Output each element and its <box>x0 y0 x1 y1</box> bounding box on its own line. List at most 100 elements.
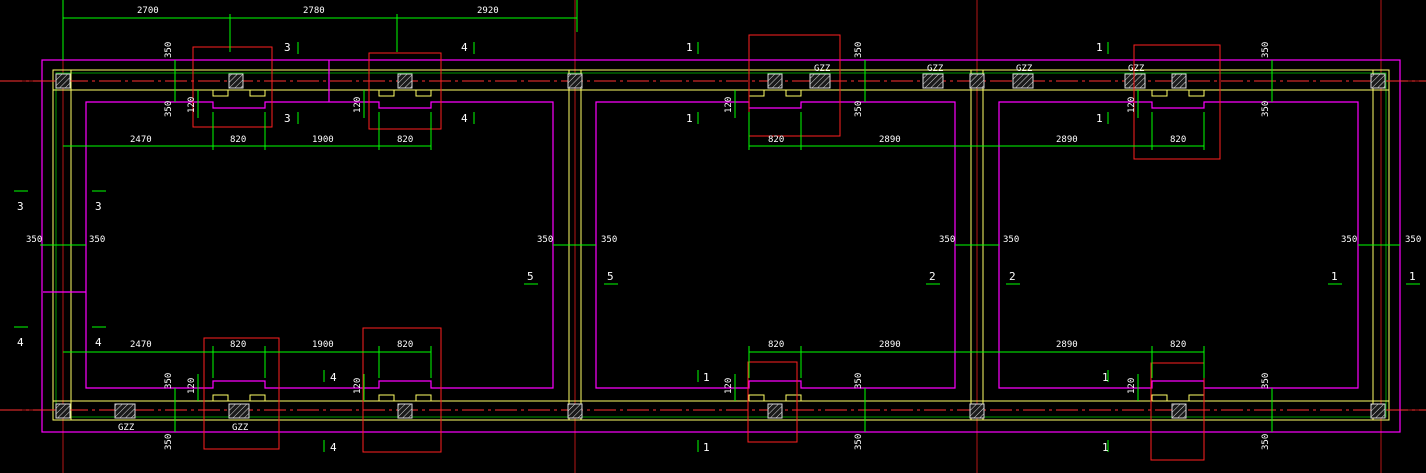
wall-outlines <box>41 59 1401 433</box>
dim-label: 2890 <box>1056 340 1078 350</box>
section-mark: 4 <box>461 41 468 54</box>
column <box>228 73 244 89</box>
dim-label: 350 <box>854 373 864 389</box>
room-outlines <box>43 60 1359 389</box>
dim-label: 820 <box>1170 340 1186 350</box>
section-mark: 4 <box>330 371 337 384</box>
dim-label: 120 <box>187 378 197 394</box>
dim-top-1: 2700 <box>137 6 159 16</box>
dim-label: 350 <box>1261 373 1271 389</box>
dim-label: 350 <box>1003 235 1019 245</box>
dim-label: 350 <box>1341 235 1357 245</box>
dim-label: 350 <box>26 235 42 245</box>
column <box>1171 73 1187 89</box>
column <box>767 73 783 89</box>
dim-label: 2890 <box>879 135 901 145</box>
section-mark: 1 <box>1096 41 1103 54</box>
gzz-column <box>1012 73 1034 89</box>
dim-label: 350 <box>1261 101 1271 117</box>
section-mark: 1 <box>703 441 710 454</box>
dim-label: 350 <box>164 101 174 117</box>
dim-label: 120 <box>724 97 734 113</box>
dim-label: 350 <box>854 101 864 117</box>
section-mark: 1 <box>1102 441 1109 454</box>
dim-label: 350 <box>164 42 174 58</box>
section-mark: 4 <box>461 112 468 125</box>
top-dimension-labels: 2700 2780 2920 <box>137 6 499 16</box>
section-mark-ticks <box>14 42 1420 452</box>
dim-top-2: 2780 <box>303 6 325 16</box>
dim-label: 2470 <box>130 135 152 145</box>
column <box>55 403 71 419</box>
section-mark-labels: 3 4 1 1 3 4 1 1 4 1 1 4 1 1 3 3 4 4 5 5 … <box>17 41 1416 454</box>
dim-label: 2890 <box>1056 135 1078 145</box>
dim-label: 350 <box>854 42 864 58</box>
dim-label: 350 <box>537 235 553 245</box>
dimension-labels: 2470 820 1900 820 820 2890 2890 820 2470… <box>26 135 1421 350</box>
dim-label: 820 <box>397 135 413 145</box>
dim-label: 350 <box>1261 434 1271 450</box>
dim-label: 350 <box>164 373 174 389</box>
gzz-column <box>809 73 831 89</box>
dim-label: 820 <box>397 340 413 350</box>
gzz-column <box>1124 73 1146 89</box>
section-mark: 1 <box>686 41 693 54</box>
dim-label: 120 <box>353 378 363 394</box>
dim-label: 1900 <box>312 135 334 145</box>
section-mark: 3 <box>284 112 291 125</box>
gzz-label: GZZ <box>232 423 249 433</box>
section-mark: 1 <box>1409 270 1416 283</box>
section-mark: 3 <box>17 200 24 213</box>
dim-label: 120 <box>187 97 197 113</box>
section-mark: 3 <box>284 41 291 54</box>
column <box>1171 403 1187 419</box>
section-mark: 3 <box>95 200 102 213</box>
dimension-lines <box>40 0 1400 432</box>
dim-top-3: 2920 <box>477 6 499 16</box>
column <box>969 73 985 89</box>
section-mark: 1 <box>686 112 693 125</box>
column <box>767 403 783 419</box>
gzz-column <box>114 403 136 419</box>
columns <box>55 73 1386 419</box>
dim-label: 120 <box>353 97 363 113</box>
dim-label: 350 <box>939 235 955 245</box>
section-mark: 2 <box>1009 270 1016 283</box>
section-mark: 4 <box>330 441 337 454</box>
column <box>55 73 71 89</box>
dim-label: 2470 <box>130 340 152 350</box>
dim-label: 120 <box>1127 378 1137 394</box>
gzz-label: GZZ <box>1128 64 1145 74</box>
dim-label: 350 <box>854 434 864 450</box>
gzz-label: GZZ <box>814 64 831 74</box>
gzz-labels: GZZ GZZ GZZ GZZ GZZ GZZ <box>118 64 1145 433</box>
dim-label: 1900 <box>312 340 334 350</box>
section-mark: 1 <box>703 371 710 384</box>
dim-label: 350 <box>601 235 617 245</box>
column <box>397 73 413 89</box>
column <box>567 73 583 89</box>
dim-label: 2890 <box>879 340 901 350</box>
section-mark: 1 <box>1102 371 1109 384</box>
vertical-dimension-labels: 350 350 120 120 350 350 120 350 350 120 … <box>164 42 1271 450</box>
dim-label: 350 <box>89 235 105 245</box>
section-mark: 1 <box>1331 270 1338 283</box>
column <box>1370 73 1386 89</box>
gzz-label: GZZ <box>118 423 135 433</box>
gzz-column <box>922 73 944 89</box>
section-mark: 2 <box>929 270 936 283</box>
section-mark: 5 <box>607 270 614 283</box>
dim-label: 350 <box>1405 235 1421 245</box>
dim-label: 820 <box>768 340 784 350</box>
openings <box>212 90 1205 401</box>
section-mark: 5 <box>527 270 534 283</box>
column <box>969 403 985 419</box>
column <box>567 403 583 419</box>
dim-label: 820 <box>230 135 246 145</box>
section-boxes <box>192 34 1221 461</box>
section-mark: 4 <box>17 336 24 349</box>
column <box>1370 403 1386 419</box>
center-axis-lines <box>0 80 1426 411</box>
